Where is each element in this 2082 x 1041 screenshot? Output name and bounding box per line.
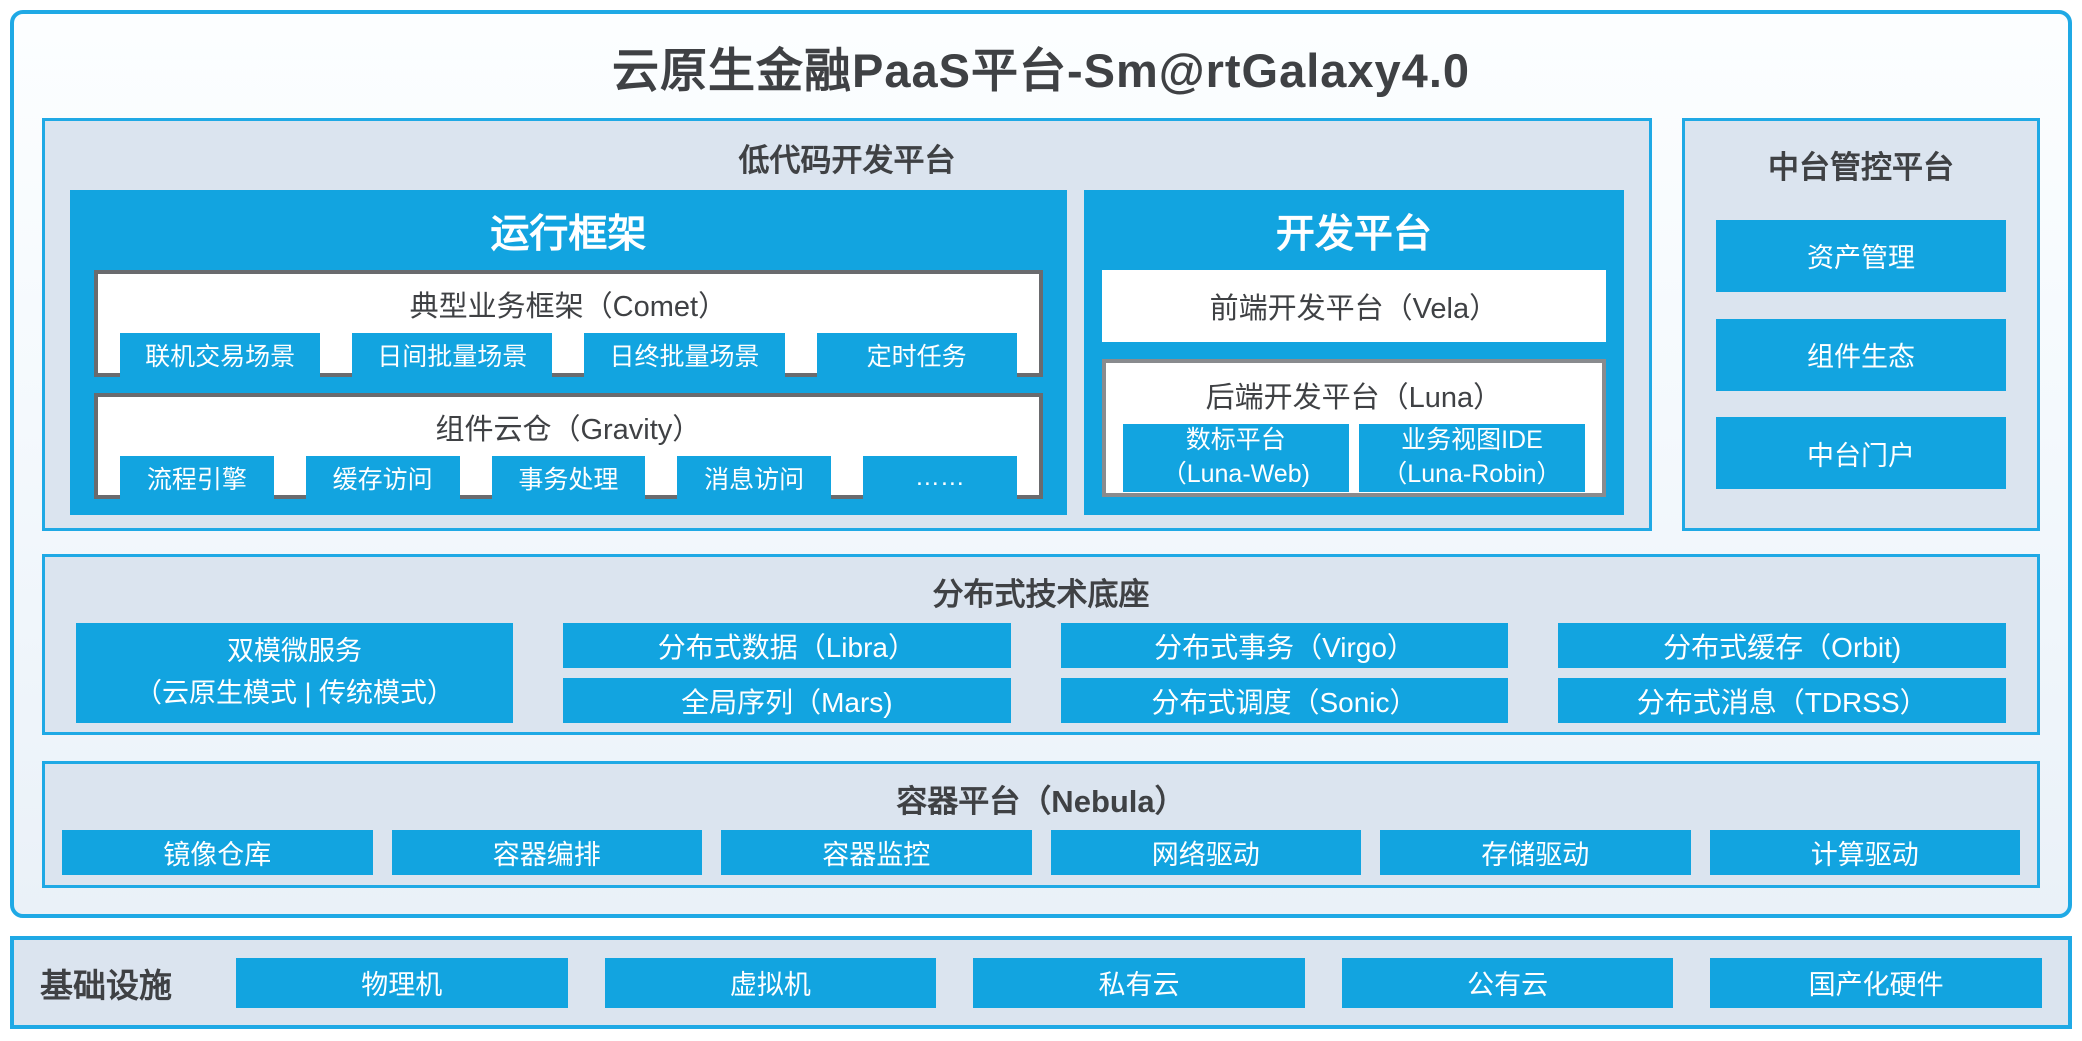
container-platform-item: 计算驱动: [1709, 830, 2020, 875]
dev-platform-title: 开发平台: [1275, 213, 1432, 256]
luna-item-name: 数标平台: [1185, 426, 1286, 454]
distributed-item: 分布式消息（TDRSS）: [1558, 678, 2007, 723]
infrastructure-item: 国产化硬件: [1710, 957, 2042, 1008]
luna-items: 数标平台 （Luna-Web) 业务视图IDE （Luna-Robin）: [1106, 424, 1602, 509]
low-code-title: 低代码开发平台: [738, 143, 956, 178]
top-row: 低代码开发平台 运行框架 典型业务框架（Comet） 联机交易场景日间批量场景日…: [42, 118, 2040, 531]
luna-item: 业务视图IDE （Luna-Robin）: [1358, 424, 1585, 492]
low-code-body: 运行框架 典型业务框架（Comet） 联机交易场景日间批量场景日终批量场景定时任…: [45, 190, 1649, 528]
mid-platform-title: 中台管控平台: [1768, 150, 1954, 185]
mid-platform-item: 中台门户: [1716, 417, 2006, 490]
distributed-body: 双模微服务 （云原生模式 | 传统模式） 分布式数据（Libra） 全局序列（M…: [45, 623, 2037, 732]
distributed-columns: 分布式数据（Libra） 全局序列（Mars) 分布式事务（Virgo） 分布式…: [563, 623, 2007, 723]
infrastructure-item: 私有云: [973, 957, 1305, 1008]
distributed-column: 分布式数据（Libra） 全局序列（Mars): [563, 623, 1011, 723]
luna-item-name: 业务视图IDE: [1401, 426, 1543, 454]
gravity-item: 消息访问: [677, 455, 831, 500]
comet-item: 日间批量场景: [352, 333, 553, 377]
dual-mode-microservice: 双模微服务 （云原生模式 | 传统模式）: [76, 623, 513, 723]
infrastructure-label: 基础设施: [40, 966, 172, 1004]
panel-infrastructure: 基础设施 物理机虚拟机私有云公有云国产化硬件: [10, 936, 2072, 1029]
page-title: 云原生金融PaaS平台-Sm@rtGalaxy4.0: [611, 43, 1471, 97]
gravity-item: ……: [863, 455, 1017, 500]
luna-title: 后端开发平台（Luna）: [1205, 382, 1503, 414]
distributed-item: 分布式事务（Virgo）: [1060, 623, 1509, 668]
panel-runtime-framework: 运行框架 典型业务框架（Comet） 联机交易场景日间批量场景日终批量场景定时任…: [70, 190, 1067, 515]
container-platform-item: 网络驱动: [1050, 830, 1361, 875]
comet-item: 联机交易场景: [120, 333, 321, 377]
comet-title: 典型业务框架（Comet）: [409, 291, 728, 323]
box-luna-backend: 后端开发平台（Luna） 数标平台 （Luna-Web): [1101, 359, 1606, 497]
luna-item: 数标平台 （Luna-Web): [1122, 424, 1349, 492]
container-platform-item: 容器监控: [721, 830, 1032, 875]
dual-mode-line1: 双模微服务: [227, 636, 362, 667]
comet-item: 日终批量场景: [584, 333, 785, 377]
distributed-column: 分布式缓存（Orbit) 分布式消息（TDRSS）: [1558, 623, 2007, 723]
comet-item: 定时任务: [816, 333, 1017, 377]
infrastructure-item: 物理机: [236, 957, 568, 1008]
platform-container: 云原生金融PaaS平台-Sm@rtGalaxy4.0 低代码开发平台 运行框架 …: [10, 10, 2072, 918]
container-platform-item: 存储驱动: [1380, 830, 1691, 875]
mid-platform-item: 组件生态: [1716, 318, 2006, 391]
comet-items: 联机交易场景日间批量场景日终批量场景定时任务: [98, 333, 1039, 390]
runtime-framework-title: 运行框架: [490, 213, 647, 256]
mid-platform-item: 资产管理: [1716, 219, 2006, 292]
mid-platform-items: 资产管理组件生态中台门户: [1685, 187, 2037, 528]
luna-item-code: （Luna-Web): [1161, 459, 1310, 488]
panel-container-platform: 容器平台（Nebula） 镜像仓库容器编排容器监控网络驱动存储驱动计算驱动: [42, 761, 2040, 888]
box-comet-framework: 典型业务框架（Comet） 联机交易场景日间批量场景日终批量场景定时任务: [94, 270, 1043, 377]
infrastructure-items: 物理机虚拟机私有云公有云国产化硬件: [236, 957, 2042, 1008]
panel-mid-platform-control: 中台管控平台 资产管理组件生态中台门户: [1682, 118, 2040, 531]
box-vela-frontend: 前端开发平台（Vela）: [1101, 270, 1606, 342]
panel-low-code: 低代码开发平台 运行框架 典型业务框架（Comet） 联机交易场景日间批量场景日…: [42, 118, 1652, 531]
gravity-item: 事务处理: [491, 455, 646, 500]
container-platform-item: 容器编排: [391, 830, 702, 875]
panel-distributed-base: 分布式技术底座 双模微服务 （云原生模式 | 传统模式） 分布式数据（Libra…: [42, 554, 2040, 735]
infrastructure-item: 虚拟机: [604, 957, 937, 1008]
distributed-title: 分布式技术底座: [932, 577, 1150, 612]
gravity-item: 缓存访问: [305, 455, 460, 500]
panel-dev-platform: 开发平台 前端开发平台（Vela） 后端开发平台（Luna） 数标平台 （Lun…: [1083, 190, 1624, 515]
container-platform-title: 容器平台（Nebula）: [896, 784, 1186, 819]
distributed-column: 分布式事务（Virgo） 分布式调度（Sonic）: [1060, 623, 1509, 723]
gravity-items: 流程引擎缓存访问事务处理消息访问 ……: [98, 455, 1039, 513]
distributed-item: 分布式调度（Sonic）: [1060, 678, 1509, 723]
dual-mode-line2: （云原生模式 | 传统模式）: [134, 678, 455, 708]
distributed-item: 分布式缓存（Orbit): [1558, 623, 2007, 668]
gravity-title: 组件云仓（Gravity）: [435, 413, 702, 446]
distributed-item: 全局序列（Mars): [563, 678, 1011, 723]
container-platform-item: 镜像仓库: [62, 830, 373, 875]
infrastructure-item: 公有云: [1341, 957, 1674, 1008]
container-platform-items: 镜像仓库容器编排容器监控网络驱动存储驱动计算驱动: [45, 830, 2037, 885]
luna-item-code: （Luna-Robin）: [1382, 459, 1562, 488]
distributed-item: 分布式数据（Libra）: [563, 623, 1011, 668]
box-gravity-warehouse: 组件云仓（Gravity） 流程引擎缓存访问事务处理消息访问 ……: [94, 392, 1043, 500]
gravity-item: 流程引擎: [120, 455, 274, 500]
